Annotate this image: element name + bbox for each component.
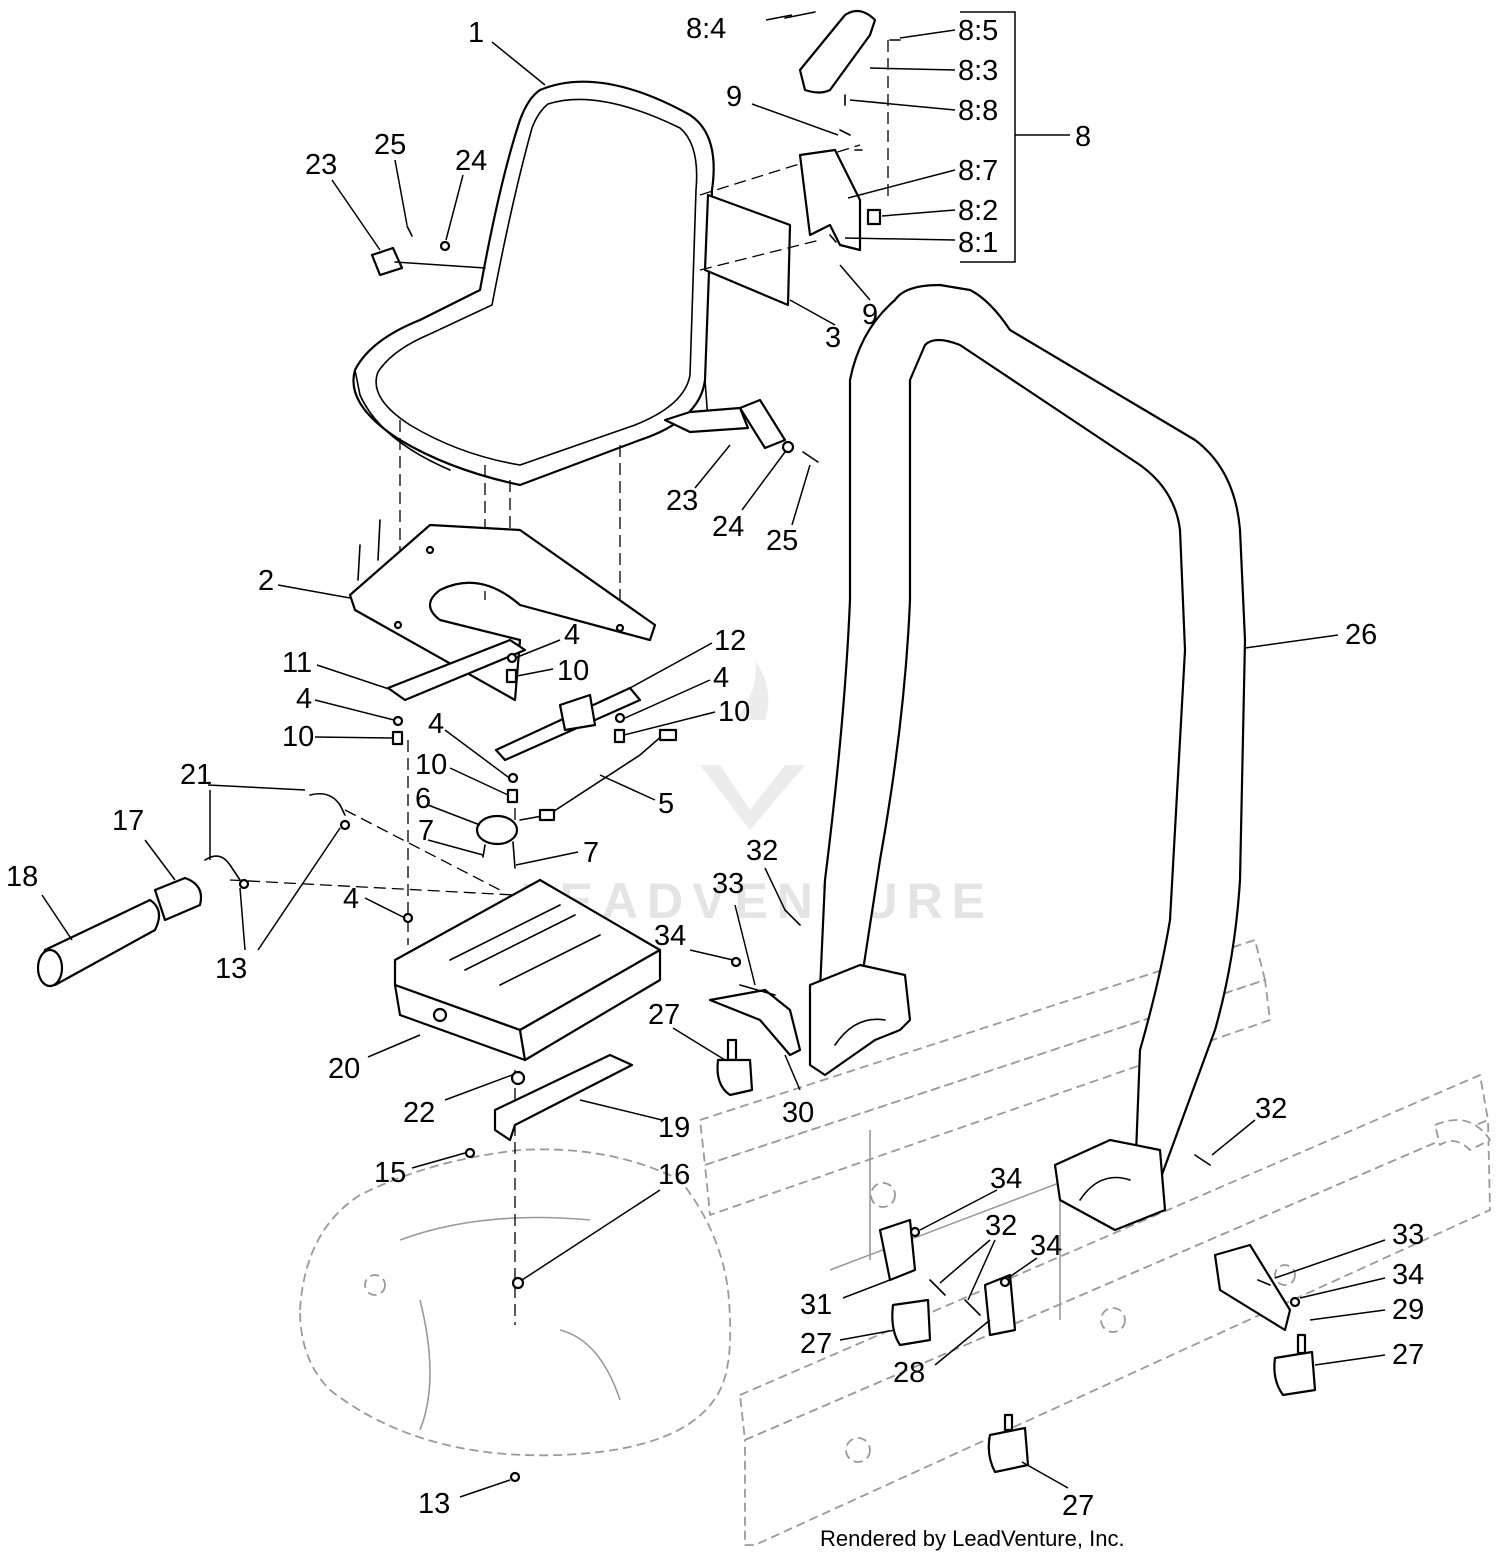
rops-mounts [708, 909, 1301, 1337]
callout-label: 31 [800, 1289, 832, 1321]
render-credit: Rendered by LeadVenture, Inc. [820, 1526, 1125, 1551]
callout-label: 4 [713, 662, 729, 694]
callout-label: 34 [1392, 1259, 1424, 1291]
callout-label: 2 [258, 565, 274, 597]
callout-label: 33 [712, 868, 744, 900]
callout-label: 7 [583, 837, 599, 869]
callout-label: 8:2 [958, 195, 998, 227]
callout-label: 17 [112, 805, 144, 837]
rubber-bumpers [891, 1298, 1317, 1474]
callout-label: 27 [1392, 1339, 1424, 1371]
watermark: LEADVENTURE [520, 660, 985, 929]
callout-label: 23 [305, 149, 337, 181]
callout-label: 13 [418, 1488, 450, 1520]
callout-label: 25 [766, 525, 798, 557]
callout-label: 19 [658, 1112, 690, 1144]
callout-label: 33 [1392, 1219, 1424, 1251]
seat [352, 80, 715, 487]
seat-suspension [393, 878, 662, 1062]
callout-label: 22 [403, 1097, 435, 1129]
callout-label: 11 [282, 647, 312, 679]
callout-label: 1 [468, 17, 484, 49]
callout-label: 10 [415, 749, 447, 781]
cup-holder [36, 792, 516, 988]
callout-label: 26 [1345, 619, 1377, 651]
callout-label: 10 [718, 696, 750, 728]
callout-label: 7 [418, 815, 434, 847]
callout-label: 8:8 [958, 95, 998, 127]
leader-lines [41, 14, 1386, 1498]
seat-belt [370, 225, 819, 463]
callout-label: 8:5 [958, 15, 998, 47]
misc-hardware [464, 1147, 525, 1483]
seat-slide-rails [386, 638, 642, 762]
rollover-bar [808, 283, 1247, 1232]
callout-bracket-8 [960, 11, 1070, 263]
callout-label: 4 [296, 683, 312, 715]
callout-label: 27 [1062, 1490, 1094, 1522]
callout-label: 27 [800, 1328, 832, 1360]
callout-label: 4 [343, 883, 359, 915]
leadventure-logo [700, 660, 805, 830]
callout-label: 9 [726, 81, 742, 113]
callout-label: 27 [648, 999, 680, 1031]
callout-label: 8:7 [958, 155, 998, 187]
callout-label: 18 [6, 861, 38, 893]
callout-label: 32 [746, 835, 778, 867]
callout-label: 32 [985, 1210, 1017, 1242]
callout-label: 10 [282, 721, 314, 753]
callout-label: 10 [557, 655, 589, 687]
callout-label: 29 [1392, 1294, 1424, 1326]
callout-label: 4 [428, 708, 444, 740]
callout-label: 20 [328, 1053, 360, 1085]
callout-label: 6 [415, 783, 431, 815]
callout-label: 13 [215, 953, 247, 985]
callout-label: 34 [1030, 1230, 1062, 1262]
callout-label: 24 [712, 511, 744, 543]
callout-label: 24 [455, 145, 487, 177]
callout-label: 9 [862, 299, 878, 331]
suspension-mount-plate [493, 1053, 634, 1142]
callout-label: 21 [180, 759, 212, 791]
callout-label: 23 [666, 485, 698, 517]
callout-label: 25 [374, 129, 406, 161]
callout-label: 8 [1075, 121, 1091, 153]
callout-label: 28 [893, 1357, 925, 1389]
callout-label: 5 [658, 788, 674, 820]
callout-label: 30 [782, 1097, 814, 1129]
callout-labels: 1 8:4 8:5 8:3 8:8 8 9 8:7 8:2 8:1 9 3 25… [6, 13, 1424, 1522]
callout-label: 16 [658, 1159, 690, 1191]
callout-label: 34 [654, 920, 686, 952]
callout-label: 12 [714, 625, 746, 657]
callout-label: 15 [374, 1157, 406, 1189]
seat-switch-harness [475, 728, 678, 869]
seat-mount-plate [348, 519, 657, 702]
callout-label: 32 [1255, 1093, 1287, 1125]
callout-label: 8:1 [958, 227, 998, 259]
callout-label: 8:4 [686, 13, 726, 45]
fender-housing [299, 1148, 732, 1457]
hardware-washers-screws [391, 652, 626, 924]
callout-label: 3 [825, 322, 841, 354]
armrest-assembly [784, 9, 901, 252]
callout-label: 8:3 [958, 55, 998, 87]
callout-label: 4 [564, 619, 580, 651]
callout-label: 34 [990, 1163, 1022, 1195]
frame-rails [699, 939, 1491, 1546]
seat-back-bracket [699, 144, 861, 307]
